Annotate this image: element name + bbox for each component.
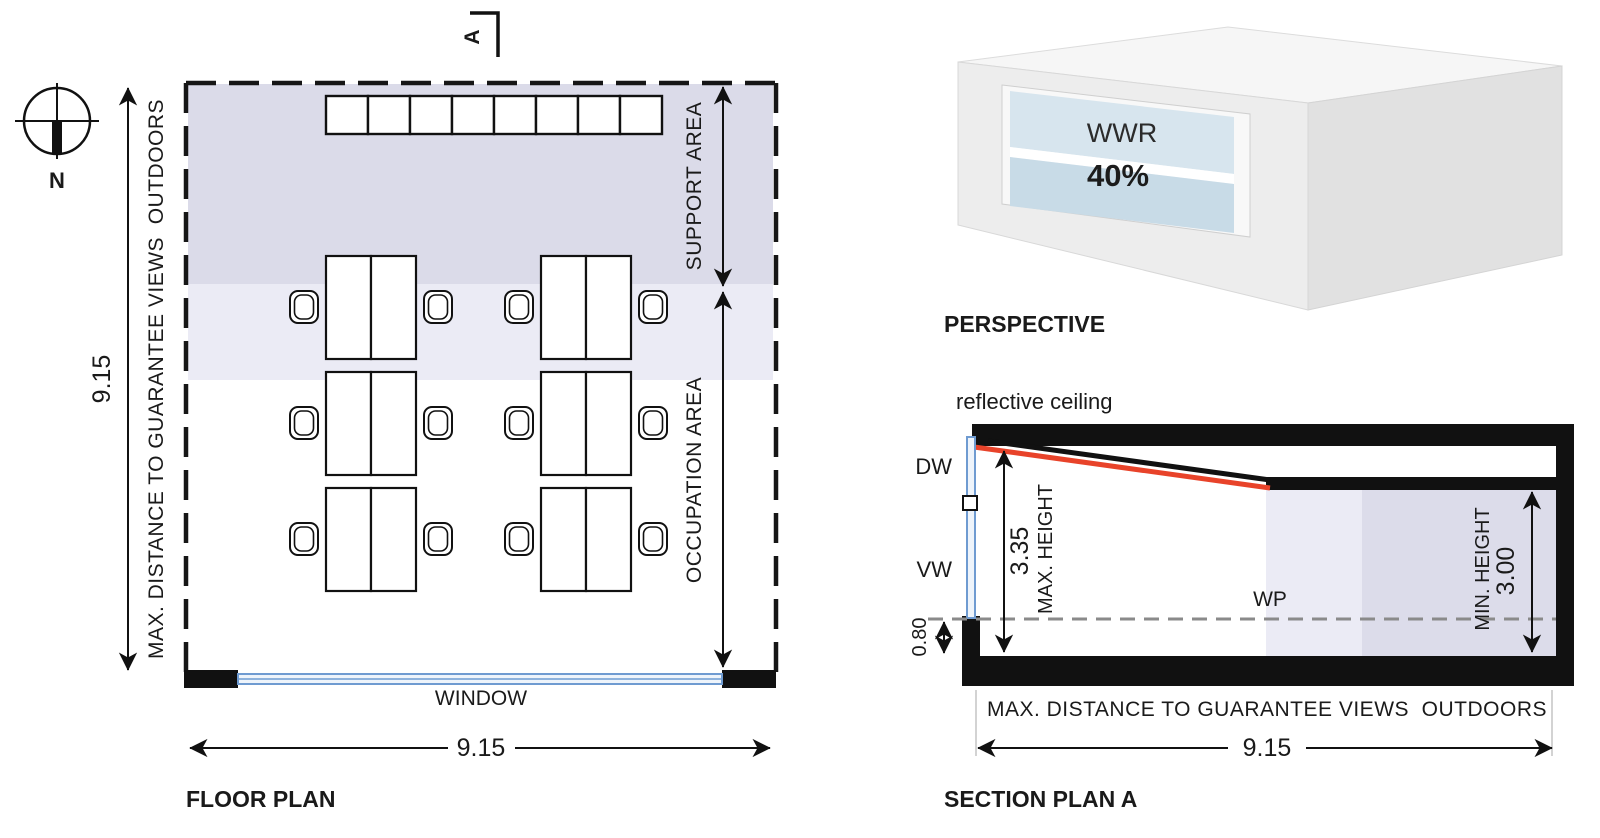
perspective-title: PERSPECTIVE [944, 311, 1105, 337]
chair [638, 406, 668, 440]
desk-pair [539, 486, 633, 593]
chair [638, 522, 668, 556]
desk-cluster-left [289, 254, 453, 593]
chair [289, 290, 319, 324]
section-plan: WP DW VW reflective ceiling 3.35 MAX. HE… [909, 389, 1574, 812]
floor-plan: WINDOW 9.15 MAX. DISTANCE TO GUARANTEE V… [15, 11, 779, 812]
desk-pair [324, 370, 418, 477]
chair [638, 290, 668, 324]
window-wall [184, 670, 776, 688]
window-glass-lower [1010, 157, 1234, 233]
right-wall [1556, 424, 1574, 686]
section-plan-title: SECTION PLAN A [944, 786, 1137, 812]
light-shelf [1010, 147, 1234, 184]
compass-circle [22, 86, 92, 156]
reflective-ceiling-line [973, 444, 1271, 491]
chair [423, 522, 453, 556]
wwr-value: 40% [1087, 158, 1149, 193]
cabinet [492, 94, 538, 136]
roof-slab [972, 424, 1572, 446]
desk-pair [324, 254, 418, 361]
height-dimension-value: 9.15 [88, 355, 116, 404]
window-label: WINDOW [435, 687, 527, 710]
max-height-label: MAX. HEIGHT [1035, 484, 1057, 614]
flat-ceiling [1266, 477, 1558, 490]
section-shade-light [1266, 490, 1362, 656]
max-distance-label: MAX. DISTANCE TO GUARANTEE VIEWS OUTDOOR… [145, 99, 168, 659]
sloped-ceiling-line [987, 438, 1271, 483]
floor-plan-title: FLOOR PLAN [186, 786, 336, 812]
perspective-view: WWR 40% PERSPECTIVE [944, 26, 1563, 337]
desk-cluster-right [504, 254, 668, 593]
facade-window: WWR 40% [1001, 84, 1251, 238]
chair [423, 406, 453, 440]
min-height-dimension-value: 3.00 [1492, 547, 1520, 596]
window-glass-upper [1010, 91, 1234, 174]
work-plane-label: WP [1253, 588, 1287, 611]
cabinet [366, 94, 412, 136]
compass-icon: N [15, 83, 99, 193]
support-area-label: SUPPORT AREA [683, 102, 706, 271]
section-cut-letter: A [461, 29, 484, 44]
section-shade-dark [1362, 490, 1556, 656]
storage-cabinets [324, 94, 664, 136]
sill-dimension-value: 0.80 [909, 618, 931, 657]
chair [423, 290, 453, 324]
daylight-window-label: DW [915, 454, 952, 479]
chair [504, 290, 534, 324]
cabinet [534, 94, 580, 136]
wall-segment-left [184, 670, 238, 688]
wwr-label: WWR [1087, 118, 1157, 148]
wall-segment-right [722, 670, 776, 688]
building-right-face [1307, 65, 1563, 311]
section-window [966, 436, 976, 619]
width-dimension-value: 9.15 [457, 734, 506, 762]
sill-wall [962, 616, 980, 662]
cabinet [618, 94, 664, 136]
chair [289, 522, 319, 556]
max-height-dimension-value: 3.35 [1006, 527, 1034, 576]
section-cut-marker: A [461, 11, 500, 57]
cabinet [408, 94, 454, 136]
occupation-band-shade [188, 284, 773, 380]
reflective-ceiling-label: reflective ceiling [956, 389, 1113, 414]
section-cut-bracket [470, 11, 500, 57]
desk-pair [324, 486, 418, 593]
cabinet [324, 94, 370, 136]
desk-pair [539, 370, 633, 477]
compass-needle [52, 121, 62, 153]
cabinet [450, 94, 496, 136]
cabinet [576, 94, 622, 136]
view-window-label: VW [917, 557, 953, 582]
section-width-dimension-value: 9.15 [1243, 734, 1292, 762]
min-height-label: MIN. HEIGHT [1472, 507, 1494, 630]
floor-slab [962, 656, 1574, 686]
compass-north-label: N [49, 168, 65, 193]
desk-pair [539, 254, 633, 361]
window-transom [962, 495, 978, 511]
chair [504, 406, 534, 440]
chair [504, 522, 534, 556]
chair [289, 406, 319, 440]
occupation-area-label: OCCUPATION AREA [683, 377, 706, 583]
section-max-distance-label: MAX. DISTANCE TO GUARANTEE VIEWS OUTDOOR… [987, 698, 1547, 721]
